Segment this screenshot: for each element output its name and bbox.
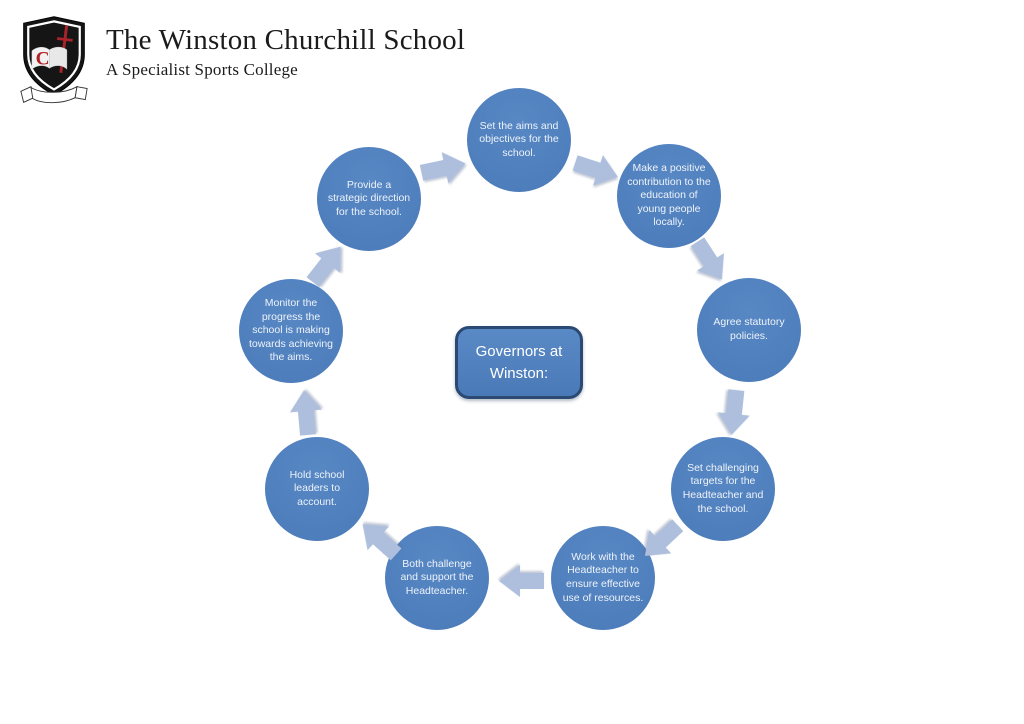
page-header: C The Winston Churchill School A Special…: [18, 14, 465, 106]
cycle-arrow-icon-2: [682, 232, 737, 290]
header-titles: The Winston Churchill School A Specialis…: [106, 14, 465, 80]
cycle-arrow-icon-4: [632, 512, 690, 570]
svg-text:C: C: [36, 49, 50, 70]
cycle-arrow-icon-9: [418, 146, 470, 191]
cycle-arrow-icon-7: [286, 388, 326, 437]
cycle-step-policies: Agree statutory policies.: [697, 278, 801, 382]
cycle-step-targets: Set challenging targets for the Headteac…: [671, 437, 775, 541]
cycle-step-contribution: Make a positive contribution to the educ…: [617, 144, 721, 248]
school-crest-logo-icon: C: [20, 16, 88, 104]
cycle-arrow-icon-5: [498, 563, 544, 599]
cycle-arrow-icon-6: [350, 510, 408, 568]
cycle-step-strategic: Provide a strategic direction for the sc…: [317, 147, 421, 251]
cycle-arrow-icon-8: [299, 235, 356, 293]
center-label-line2: Winston:: [489, 365, 549, 382]
cycle-step-set-aims: Set the aims and objectives for the scho…: [467, 88, 571, 192]
school-tagline: A Specialist Sports College: [106, 60, 298, 79]
cycle-step-monitor: Monitor the progress the school is makin…: [239, 279, 343, 383]
cycle-step-account: Hold school leaders to account.: [265, 437, 369, 541]
center-label-line1: Governors at: [475, 343, 563, 360]
cycle-step-challenge-support: Both challenge and support the Headteach…: [385, 526, 489, 630]
cycle-step-resources: Work with the Headteacher to ensure effe…: [551, 526, 655, 630]
cycle-arrow-icon-3: [714, 388, 755, 438]
diagram-center-label: Governors at Winston:: [455, 326, 583, 399]
cycle-arrow-icon-1: [570, 146, 625, 194]
school-name: The Winston Churchill School: [106, 24, 466, 56]
